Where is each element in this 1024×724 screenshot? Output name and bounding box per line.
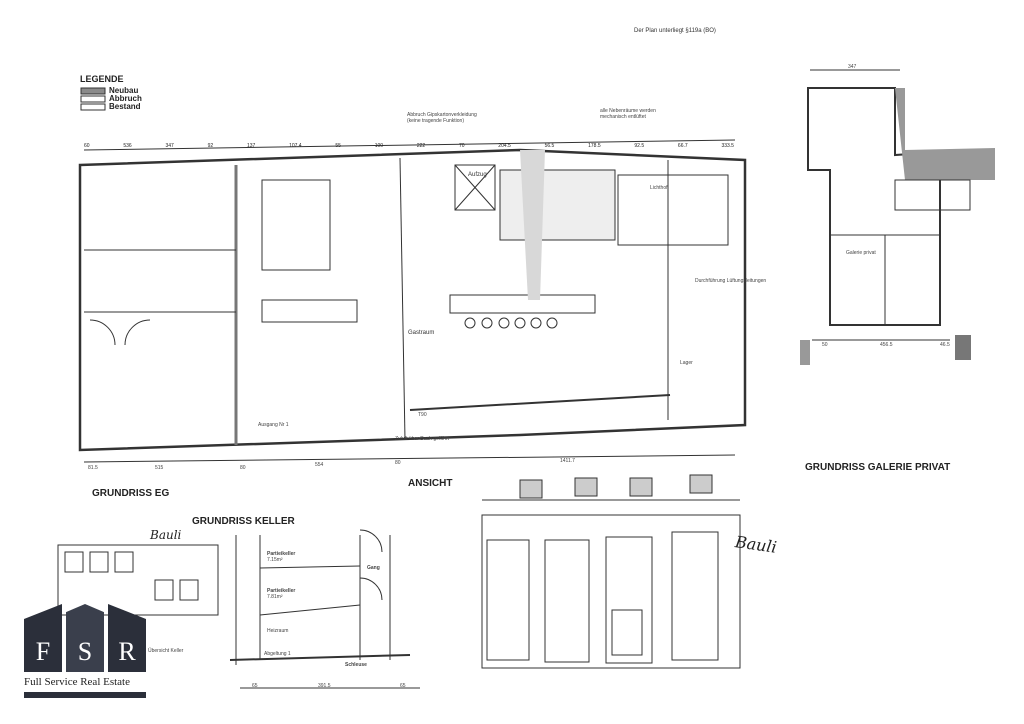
legend-swatch-abbruch bbox=[80, 95, 106, 103]
dim: 66.7 bbox=[677, 143, 688, 149]
title-grundriss-galerie: GRUNDRISS GALERIE PRIVAT bbox=[805, 462, 951, 473]
label-gastraum: Gastraum bbox=[408, 330, 435, 336]
dim: 222 bbox=[416, 143, 426, 149]
keller-room: Schleuse bbox=[345, 662, 367, 668]
logo-letter-s: S bbox=[66, 604, 104, 672]
dim: 92 bbox=[207, 143, 214, 149]
galerie-stairs bbox=[894, 179, 971, 211]
dim-galerie: 46.5 bbox=[940, 342, 950, 348]
dim: 60 bbox=[84, 143, 90, 149]
dim: 536 bbox=[123, 143, 132, 149]
keller-room: Abgeltung 1 bbox=[264, 651, 291, 657]
plan-note: Der Plan unterliegt §119a (BO) bbox=[634, 28, 716, 34]
dim-galerie: 50 bbox=[822, 342, 828, 348]
eg-outline bbox=[78, 148, 747, 452]
bottom-dimension-line bbox=[83, 454, 736, 463]
dim: 107.4 bbox=[289, 143, 302, 149]
legend-swatch-bestand bbox=[80, 103, 106, 111]
title-grundriss-keller: GRUNDRISS KELLER bbox=[192, 516, 295, 527]
bar-stools bbox=[464, 317, 558, 329]
dim-bottom: 1411.7 bbox=[560, 458, 575, 464]
dim-keller: 391.5 bbox=[318, 683, 331, 689]
dim: 92.5 bbox=[634, 143, 645, 149]
dim: 204.5 bbox=[498, 143, 511, 149]
dim-keller: 65 bbox=[400, 683, 406, 689]
keller-room: Gang bbox=[367, 565, 380, 571]
dim-galerie: 456.5 bbox=[880, 342, 893, 348]
logo-letter-r: R bbox=[108, 604, 146, 672]
dim-bottom: 81.5 bbox=[88, 465, 98, 471]
keller-room: Partieikeller bbox=[267, 588, 296, 594]
dim: 70 bbox=[458, 143, 465, 149]
dim: 333.5 bbox=[721, 143, 734, 149]
note-abbruch: Abbruch Gipskartonverkleidung bbox=[407, 112, 477, 118]
dim: 55 bbox=[335, 143, 341, 149]
dim: 56.5 bbox=[544, 143, 555, 149]
label-aufzug: Aufzug bbox=[468, 172, 487, 178]
keller-room: Heizraum bbox=[267, 628, 289, 634]
keller-area: 7.15m² bbox=[267, 557, 283, 563]
legend-title: LEGENDE bbox=[80, 74, 124, 84]
label-galerie-privat: Galerie privat bbox=[846, 250, 876, 256]
facade-outline bbox=[481, 514, 741, 669]
dim: 100 bbox=[374, 143, 384, 149]
legend-neubau: Neubau bbox=[109, 86, 139, 95]
dim-bottom: 80 bbox=[240, 465, 246, 471]
logo-letter-f: F bbox=[24, 604, 62, 672]
note-nebenraeume: alle Nebenräume werden bbox=[600, 108, 656, 114]
elevator bbox=[454, 164, 496, 211]
dim-galerie-top: 347 bbox=[848, 64, 857, 70]
logo-tagline: Full Service Real Estate bbox=[24, 676, 130, 688]
dim: 137 bbox=[246, 143, 256, 149]
dim-bottom: 554 bbox=[315, 462, 324, 468]
label-ausgang: Ausgang Nr 1 bbox=[258, 422, 289, 428]
label-uebersicht-keller: Übersicht Keller bbox=[148, 648, 184, 654]
note-abbruch-sub: (keine tragende Funktion) bbox=[407, 118, 464, 124]
signature-keller: Bauli bbox=[150, 528, 182, 542]
label-lager: Lager bbox=[680, 360, 693, 366]
legend-abbruch: Abbruch bbox=[109, 94, 142, 103]
dim-bottom: 515 bbox=[155, 465, 164, 471]
fsr-logo: F S R Full Service Real Estate bbox=[24, 604, 146, 698]
keller-room: Partieikeller bbox=[267, 551, 296, 557]
dim: 347 bbox=[165, 143, 174, 149]
dim-keller: 65 bbox=[252, 683, 258, 689]
keller-area: 7.81m² bbox=[267, 594, 283, 600]
label-lueftung: Durchführung Lüftungsleitungen bbox=[695, 278, 767, 284]
note-nebenraeume-sub: mechanisch entlüftet bbox=[600, 114, 646, 120]
galerie-outline bbox=[807, 87, 941, 326]
title-ansicht: ANSICHT bbox=[408, 478, 453, 489]
top-dimensions: 60 536 347 92 137 107.4 55 100 222 70 204.5 56.5 178… bbox=[84, 143, 734, 149]
legend-swatch-neubau bbox=[80, 87, 106, 95]
top-dimension-line bbox=[83, 139, 736, 151]
legend-bestand: Bestand bbox=[109, 102, 141, 111]
dim-bottom: 80 bbox=[395, 460, 401, 466]
label-zuluft: Zuluft über Dach geführt bbox=[395, 436, 449, 442]
label-lichthof: Lichthof bbox=[650, 185, 668, 191]
label-t90: T90 bbox=[418, 412, 427, 418]
dim: 178.5 bbox=[588, 143, 601, 149]
logo-bar bbox=[24, 692, 146, 698]
title-grundriss-eg: GRUNDRISS EG bbox=[92, 488, 170, 499]
